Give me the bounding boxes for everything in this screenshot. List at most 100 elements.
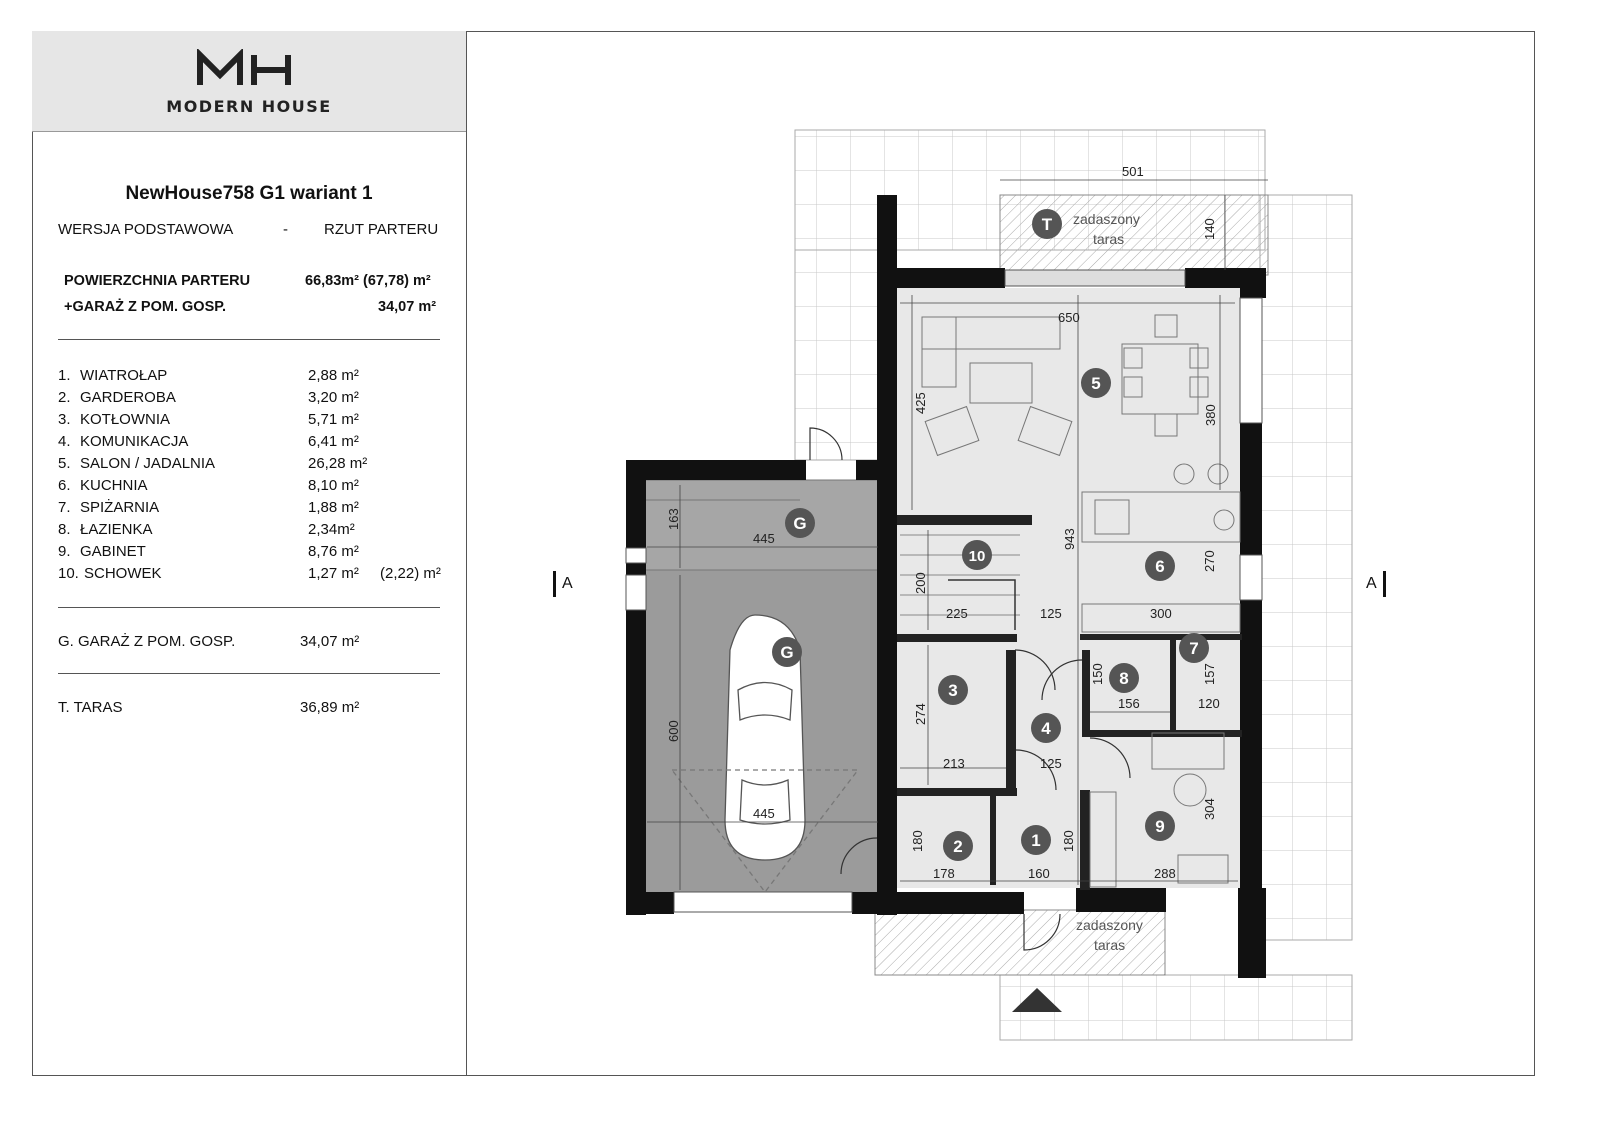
divider <box>58 673 440 674</box>
marker-label: 9 <box>1155 817 1164 836</box>
marker-6: 6 <box>1145 551 1175 581</box>
brand-name: MODERN HOUSE <box>166 97 332 116</box>
dim-label: 380 <box>1203 404 1218 426</box>
entrance-arrow-icon <box>1012 988 1062 1012</box>
room-area: 1,27 m² <box>308 565 359 582</box>
garage-area-label: +GARAŻ Z POM. GOSP. <box>64 299 227 315</box>
room-row: 6. KUCHNIA 8,10 m² <box>58 477 458 499</box>
dim-label: 213 <box>943 756 965 771</box>
marker-label: 5 <box>1091 374 1100 393</box>
garage-storage <box>644 479 881 571</box>
marker-label: 4 <box>1041 719 1051 738</box>
room-area: 2,34m² <box>308 521 355 538</box>
dim-label: 425 <box>913 392 928 414</box>
dim-label: 650 <box>1058 310 1080 325</box>
project-title: NewHouse758 G1 wariant 1 <box>125 183 373 204</box>
dim-label: 225 <box>946 606 968 621</box>
room-name: KUCHNIA <box>80 477 148 494</box>
dim-label: 943 <box>1062 528 1077 550</box>
dim-label: 600 <box>666 720 681 742</box>
dim-label: 125 <box>1040 606 1062 621</box>
room-name: WIATROŁAP <box>80 367 168 384</box>
ground-area-value: 66,83m² (67,78) m² <box>305 273 431 289</box>
room-number: 6. <box>58 477 71 494</box>
section-line-left <box>553 571 556 597</box>
marker-10: 10 <box>962 540 992 570</box>
marker-t: T <box>1032 209 1062 239</box>
paving-area <box>999 974 1353 1041</box>
marker-g-storage: G <box>785 508 815 538</box>
marker-3: 3 <box>938 675 968 705</box>
dimension-lines <box>647 179 1268 890</box>
dim-label: 274 <box>913 703 928 725</box>
marker-label: 3 <box>948 681 957 700</box>
room-area: 6,41 m² <box>308 433 359 450</box>
dim-label: 120 <box>1198 696 1220 711</box>
marker-9: 9 <box>1145 811 1175 841</box>
marker-8: 8 <box>1109 663 1139 693</box>
room-area: 8,76 m² <box>308 543 359 560</box>
room-area: 8,10 m² <box>308 477 359 494</box>
section-line-right <box>1383 571 1386 597</box>
section-label-left: A <box>562 575 573 592</box>
terrace-labels: zadaszony taras zadaszony taras <box>1073 211 1143 953</box>
logo-header: MODERN HOUSE <box>32 31 466 132</box>
marker-2: 2 <box>943 831 973 861</box>
dim-label: 180 <box>1061 830 1076 852</box>
covered-terrace-bottom <box>874 909 1166 976</box>
dim-label: 501 <box>1122 164 1144 179</box>
marker-label: 6 <box>1155 557 1164 576</box>
modern-house-logo-icon <box>197 49 291 85</box>
room-number: 3. <box>58 411 71 428</box>
room-name: SPIŻARNIA <box>80 499 160 516</box>
room-area: 2,88 m² <box>308 367 359 384</box>
marker-label: G <box>780 643 793 662</box>
dim-label: 304 <box>1202 798 1217 820</box>
walls <box>626 195 1266 978</box>
terrace-label: zadaszony <box>1073 211 1140 227</box>
dim-label: 163 <box>666 508 681 530</box>
room-number: 2. <box>58 389 71 406</box>
marker-label: 10 <box>969 548 986 565</box>
paving-area <box>794 249 886 461</box>
dim-label: 178 <box>933 866 955 881</box>
room-number: 9. <box>58 543 71 560</box>
room-name: SALON / JADALNIA <box>80 455 216 472</box>
marker-7: 7 <box>1179 633 1209 663</box>
divider <box>58 339 440 340</box>
garage-row-area: 34,07 m² <box>300 633 360 650</box>
room-number: 5. <box>58 455 71 472</box>
room-name: KOTŁOWNIA <box>80 411 171 428</box>
doors <box>809 427 1131 951</box>
room-area: 1,88 m² <box>308 499 359 516</box>
terrace-label: taras <box>1093 231 1124 247</box>
marker-label: 2 <box>953 837 962 856</box>
room-area-extra: (2,22) m² <box>380 565 441 582</box>
dim-label: 288 <box>1154 866 1176 881</box>
separator: - <box>283 221 288 238</box>
marker-4: 4 <box>1031 713 1061 743</box>
windows <box>625 269 1263 913</box>
dim-label: 140 <box>1202 218 1217 240</box>
terrace-label: taras <box>1094 937 1125 953</box>
dim-label: 445 <box>753 531 775 546</box>
room-name: KOMUNIKACJA <box>80 433 189 450</box>
garage-row-label: G. GARAŻ Z POM. GOSP. <box>58 633 236 650</box>
sheet-frame <box>32 31 1535 1076</box>
terrace-row-label: T. TARAS <box>58 699 123 716</box>
living-furniture <box>921 314 1241 888</box>
view-label: RZUT PARTERU <box>324 221 439 238</box>
garage-area-value: 34,07 m² <box>378 299 437 315</box>
version-label: WERSJA PODSTAWOWA <box>58 221 234 238</box>
room-markers: T 5 G 10 6 G 3 8 7 4 9 2 1 <box>772 209 1209 861</box>
car-icon <box>670 614 860 894</box>
marker-label: 1 <box>1031 831 1040 850</box>
dimension-labels: 501 140 650 425 380 163 445 943 270 200 … <box>666 164 1220 881</box>
dim-label: 125 <box>1040 756 1062 771</box>
